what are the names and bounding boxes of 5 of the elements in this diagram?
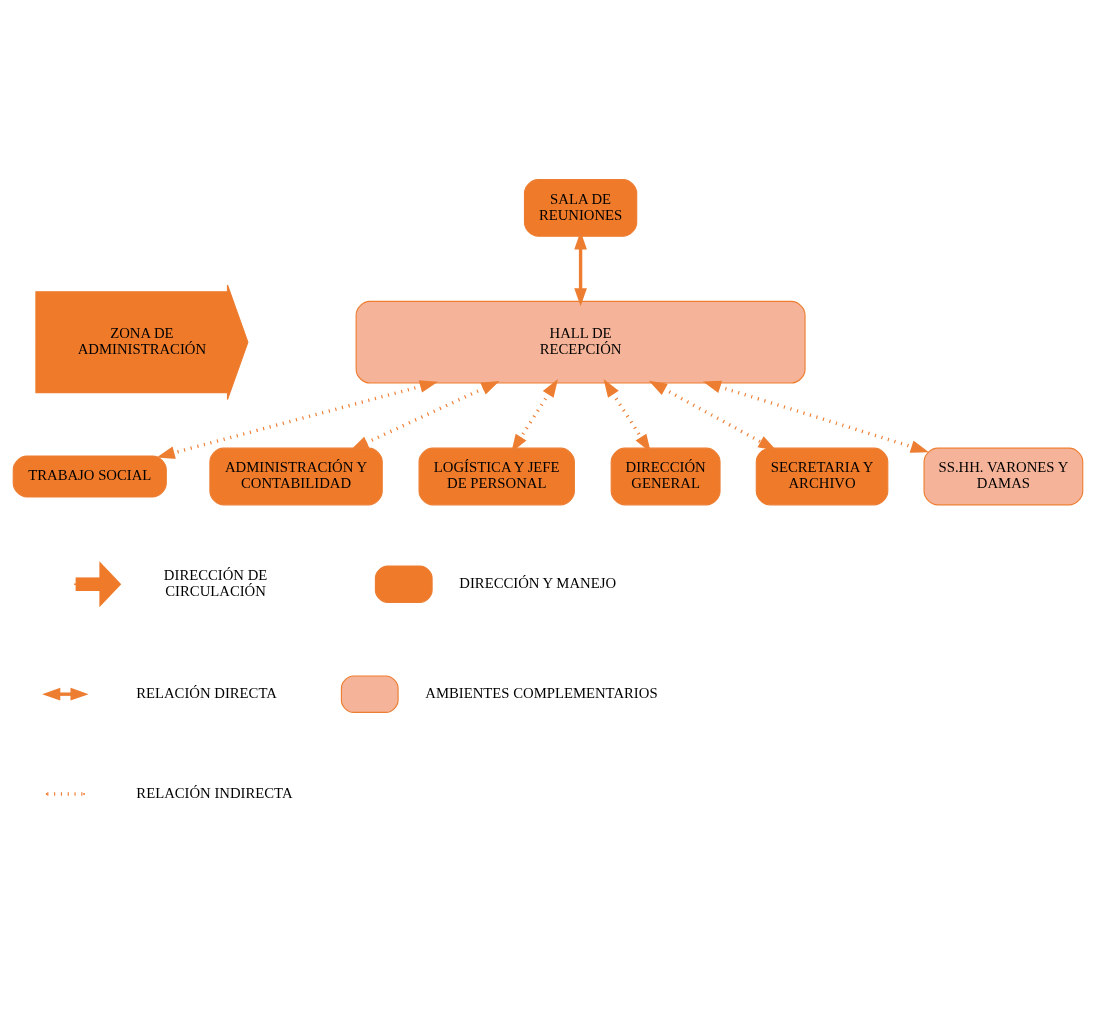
legend-label: DIRECCIÓN Y MANEJO bbox=[459, 574, 617, 591]
legend-label: RELACIÓN INDIRECTA bbox=[136, 784, 293, 801]
legend-label: AMBIENTES COMPLEMENTARIOS bbox=[425, 684, 658, 701]
legend-label: RELACIÓN DIRECTA bbox=[136, 684, 277, 701]
legend-label: DIRECCIÓN DE CIRCULACIÓN bbox=[163, 566, 268, 599]
